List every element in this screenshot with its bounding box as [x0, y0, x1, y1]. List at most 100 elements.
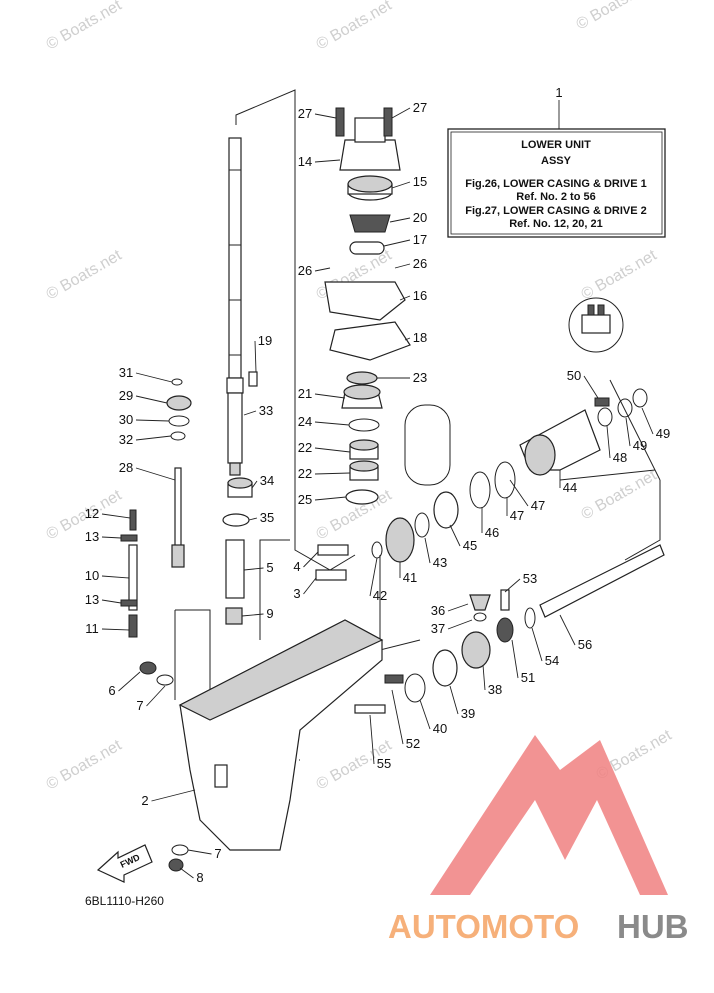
callout-42: 42 — [373, 588, 387, 603]
callout-20: 20 — [413, 210, 427, 225]
callout-31: 31 — [119, 365, 133, 380]
callout-leader — [559, 614, 576, 646]
callout-3: 3 — [293, 586, 300, 601]
callout-2: 2 — [141, 793, 148, 808]
callout-leader — [511, 639, 519, 679]
callout-leader — [248, 517, 258, 521]
shim-25 — [345, 489, 379, 505]
callout-leader — [314, 496, 347, 501]
callout-leader — [314, 393, 346, 399]
brand-wordmark: AUTOMOTO HUB — [388, 908, 689, 945]
callout-41: 41 — [403, 570, 417, 585]
brand-text-b: HUB — [617, 908, 689, 945]
callout-11: 11 — [85, 621, 99, 636]
callout-leader — [241, 613, 264, 617]
callout-leader — [146, 685, 166, 707]
callout-leader — [118, 671, 141, 692]
callout-leader — [135, 467, 176, 481]
callout-leader — [101, 575, 130, 579]
inset-detail-circle — [568, 297, 624, 353]
callout-leader — [399, 295, 411, 301]
brand-text-a: AUTOMOTO — [388, 908, 579, 945]
callout-10: 10 — [85, 568, 99, 583]
callout-46: 46 — [485, 525, 499, 540]
callout-16: 16 — [413, 288, 427, 303]
callout-14: 14 — [298, 154, 312, 169]
callout-30: 30 — [119, 412, 133, 427]
info-box-line-5: Fig.27, LOWER CASING & DRIVE 2 — [465, 205, 647, 217]
callout-leader — [101, 628, 130, 631]
callout-22: 22 — [298, 440, 312, 455]
watermark-text: © Boats.net — [314, 0, 396, 53]
oil-seal-23 — [346, 371, 378, 385]
info-box-line-2: ASSY — [541, 155, 572, 167]
callout-leader — [404, 337, 411, 341]
callout-43: 43 — [433, 555, 447, 570]
callout-32: 32 — [119, 432, 133, 447]
callout-leader — [101, 599, 122, 604]
callout-38: 38 — [488, 682, 502, 697]
callout-19: 19 — [258, 333, 272, 348]
callout-26: 26 — [413, 256, 427, 271]
callout-22: 22 — [298, 466, 312, 481]
callout-13: 13 — [85, 592, 99, 607]
callout-leader — [531, 627, 543, 662]
callout-24: 24 — [298, 414, 312, 429]
gasket-18 — [329, 321, 411, 361]
callout-27: 27 — [298, 106, 312, 121]
callout-leader — [303, 551, 319, 568]
callout-26: 26 — [298, 263, 312, 278]
callout-leader — [419, 699, 431, 730]
callout-40: 40 — [433, 721, 447, 736]
callout-leader — [606, 425, 611, 459]
pump-housing-14 — [339, 139, 401, 171]
watermark-text: © Boats.net — [44, 247, 126, 304]
callout-leader — [135, 435, 172, 441]
callout-leader — [641, 407, 654, 435]
callout-leader — [314, 447, 351, 453]
callout-leader — [391, 689, 404, 745]
callout-34: 34 — [260, 473, 274, 488]
brand-logo-mark — [430, 735, 668, 895]
callout-leader — [101, 536, 122, 539]
callout-7: 7 — [214, 846, 221, 861]
callout-45: 45 — [463, 538, 477, 553]
callout-leader — [314, 421, 350, 426]
watermark-text: © Boats.net — [44, 737, 126, 794]
callout-15: 15 — [413, 174, 427, 189]
callout-leader — [187, 849, 212, 855]
callout-leader — [314, 113, 337, 119]
callout-9: 9 — [266, 606, 273, 621]
info-box-line-6: Ref. No. 12, 20, 21 — [509, 218, 603, 230]
callout-18: 18 — [413, 330, 427, 345]
callout-7: 7 — [136, 698, 143, 713]
callout-29: 29 — [119, 388, 133, 403]
callout-49: 49 — [633, 438, 647, 453]
callout-leader — [449, 685, 459, 715]
callout-leader — [504, 578, 521, 593]
callout-54: 54 — [545, 653, 559, 668]
watermark-text: © Boats.net — [579, 467, 661, 524]
callout-5: 5 — [266, 560, 273, 575]
callout-53: 53 — [523, 571, 537, 586]
lower-casing-2 — [139, 619, 384, 872]
callout-13: 13 — [85, 529, 99, 544]
callout-35: 35 — [260, 510, 274, 525]
callout-leader — [135, 395, 168, 404]
callout-33: 33 — [259, 403, 273, 418]
callout-leader — [243, 410, 257, 416]
callout-leader — [151, 789, 196, 802]
callout-leader — [243, 567, 264, 571]
callout-36: 36 — [431, 603, 445, 618]
callout-6: 6 — [108, 683, 115, 698]
callout-4: 4 — [293, 559, 300, 574]
callout-52: 52 — [406, 736, 420, 751]
drive-shaft-33 — [226, 137, 258, 476]
logo-shape — [430, 735, 668, 895]
callout-27: 27 — [413, 100, 427, 115]
watermark-text: © Boats.net — [44, 0, 126, 53]
info-box: LOWER UNIT ASSY Fig.26, LOWER CASING & D… — [447, 85, 666, 238]
drawing-code: 6BL1110-H260 — [85, 894, 164, 908]
